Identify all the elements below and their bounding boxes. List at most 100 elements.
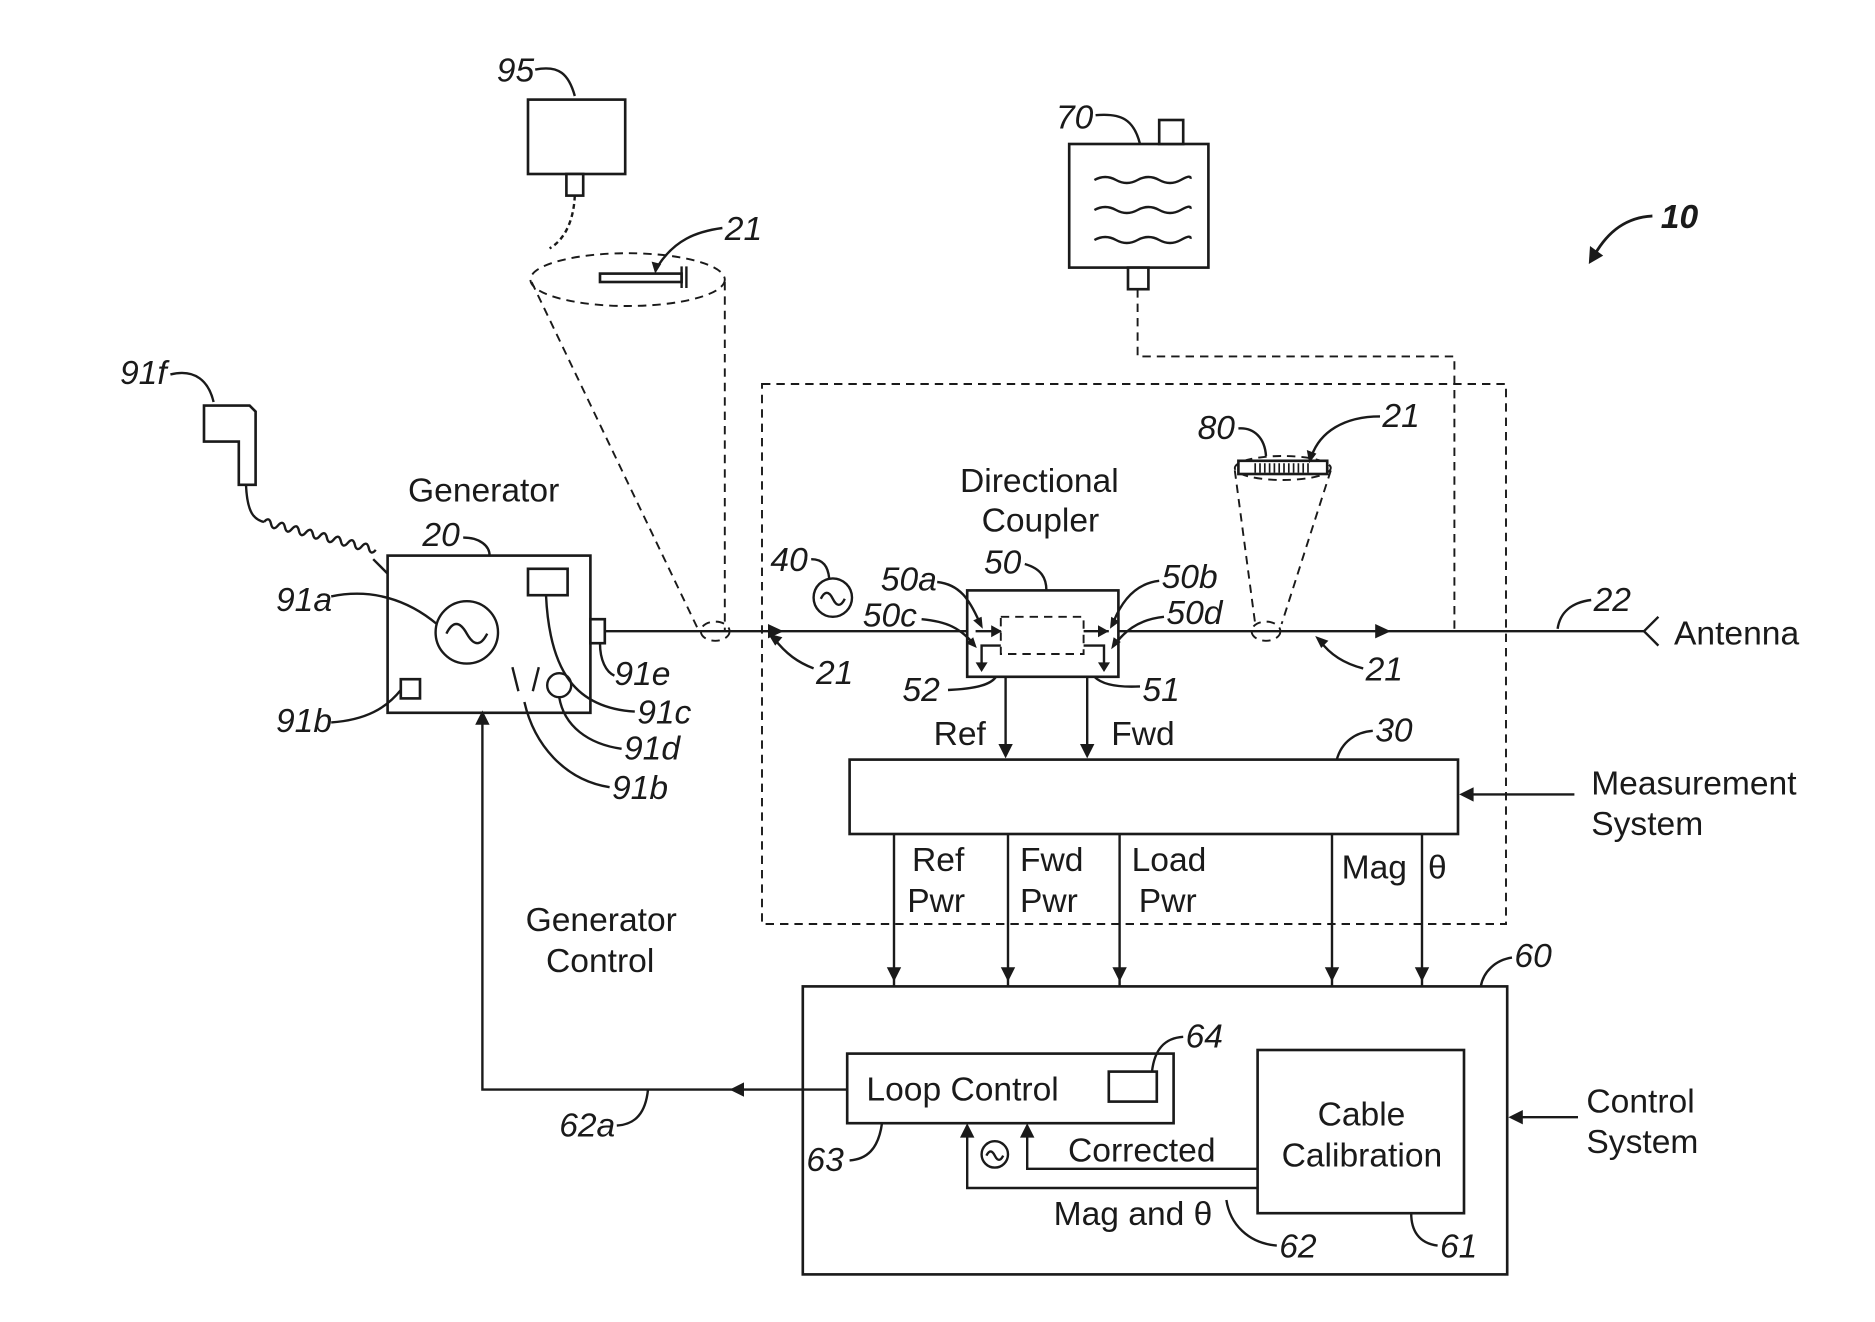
control-system-label-2: System [1586, 1124, 1698, 1161]
generator-control-mid-arrow [730, 1082, 744, 1096]
leader-30 [1337, 731, 1373, 760]
cable-arrow-2 [1375, 624, 1391, 638]
ref-21-top: 21 [724, 211, 762, 248]
ref-line-arrow [998, 744, 1012, 758]
ref-21-right-bottom: 21 [1365, 651, 1403, 688]
mag-label: Mag [1342, 849, 1407, 886]
handpiece-coil [263, 519, 377, 554]
directional-coupler-box [967, 590, 1118, 676]
generator-control-label-1: Generator [526, 902, 677, 939]
leader-21-mid [774, 638, 814, 668]
generator-display-91c [528, 569, 568, 595]
ref-20: 20 [421, 517, 460, 554]
leader-50 [1025, 564, 1047, 590]
control-system-pointer-arrow [1508, 1110, 1522, 1124]
ref-70: 70 [1056, 99, 1094, 136]
cable-calibration-label-2: Calibration [1282, 1137, 1443, 1174]
ref-64: 64 [1186, 1019, 1223, 1056]
detail-80-element [1238, 461, 1327, 474]
ref-91c: 91c [637, 695, 691, 732]
ref-91e: 91e [614, 656, 670, 693]
handpiece [204, 406, 256, 485]
theta-arrow-1 [1415, 967, 1429, 981]
load-pwr-label-2: Pwr [1139, 883, 1197, 920]
leader-62a [617, 1090, 648, 1126]
cone-80-right [1282, 470, 1331, 624]
ref-60: 60 [1514, 938, 1552, 975]
leader-10 [1595, 216, 1653, 254]
generator-label: Generator [408, 473, 559, 510]
leader-80 [1238, 428, 1266, 456]
measurement-system-label-1: Measurement [1591, 765, 1797, 802]
fwd-pwr-label-2: Pwr [1020, 883, 1078, 920]
leader-21-right-bottom-arrow [1315, 636, 1328, 648]
leader-21-mid-arrow [768, 634, 782, 646]
leader-20 [463, 538, 489, 556]
antenna-label: Antenna [1674, 615, 1799, 652]
ref-62a: 62a [559, 1107, 615, 1144]
measurement-system-pointer-arrow [1459, 787, 1473, 801]
fwd-pwr-arrow-1 [1001, 967, 1015, 981]
probe-tip [600, 274, 682, 282]
device-95-cable [550, 196, 575, 249]
ref-pwr-label-1: Ref [912, 842, 965, 879]
leader-50b [1114, 581, 1160, 622]
ref-51: 51 [1142, 672, 1179, 709]
ref-30: 30 [1375, 713, 1413, 750]
device-70-bottom-connector [1128, 268, 1148, 290]
cone-80-left [1235, 470, 1255, 624]
theta-label: θ [1428, 849, 1447, 886]
mag-and-theta-label: Mag and θ [1054, 1196, 1213, 1233]
leader-70 [1096, 115, 1140, 144]
ref-95: 95 [497, 53, 535, 90]
measurement-system-label-2: System [1591, 806, 1703, 843]
ref-50a: 50a [881, 561, 937, 598]
mag-arrow-1 [1325, 967, 1339, 981]
ref-pwr-label-2: Pwr [907, 883, 965, 920]
leader-91e [600, 643, 614, 675]
generator-button-91b [401, 679, 420, 698]
leader-91b-bottom [524, 702, 609, 787]
control-system-label-1: Control [1586, 1083, 1694, 1120]
load-pwr-arrow-1 [1112, 967, 1126, 981]
ref-50b: 50b [1162, 559, 1218, 596]
leader-91f [170, 373, 213, 402]
leader-60 [1481, 958, 1512, 987]
handpiece-coil-end [373, 559, 387, 573]
load-pwr-label-1: Load [1132, 842, 1207, 879]
leader-21-top [658, 228, 723, 266]
ref-61: 61 [1440, 1229, 1477, 1266]
fwd-line-arrow [1080, 744, 1094, 758]
handpiece-cord [246, 485, 264, 522]
ref-91b-left: 91b [276, 703, 332, 740]
leader-51 [1094, 677, 1140, 687]
ref-52: 52 [902, 672, 940, 709]
directional-coupler-label-1: Directional [960, 463, 1119, 500]
fwd-label: Fwd [1111, 716, 1174, 753]
ref-91b-bottom: 91b [612, 770, 668, 807]
ref-22: 22 [1593, 582, 1632, 619]
ref-50: 50 [984, 545, 1022, 582]
generator-control-label-2: Control [546, 943, 654, 980]
generator-output-91e [590, 619, 604, 643]
leader-21-right-top [1312, 416, 1380, 456]
leader-52 [948, 677, 996, 690]
ref-63: 63 [806, 1142, 844, 1179]
loop-control-label: Loop Control [866, 1071, 1058, 1108]
leader-22 [1558, 600, 1592, 629]
figure-number: 10 [1661, 199, 1699, 236]
ref-91f: 91f [120, 355, 170, 392]
ref-80: 80 [1198, 410, 1236, 447]
ref-40: 40 [770, 542, 808, 579]
directional-coupler-label-2: Coupler [982, 503, 1100, 540]
ref-21-mid: 21 [815, 655, 853, 692]
ref-50d: 50d [1166, 595, 1223, 632]
ref-91a: 91a [276, 582, 332, 619]
fwd-pwr-label-1: Fwd [1020, 842, 1083, 879]
device-70-top-connector [1159, 120, 1183, 144]
cable-calibration-label-1: Cable [1318, 1097, 1406, 1134]
ref-50c: 50c [863, 597, 917, 634]
ref-21-right-top: 21 [1381, 398, 1419, 435]
loop-control-component-64 [1109, 1072, 1157, 1102]
